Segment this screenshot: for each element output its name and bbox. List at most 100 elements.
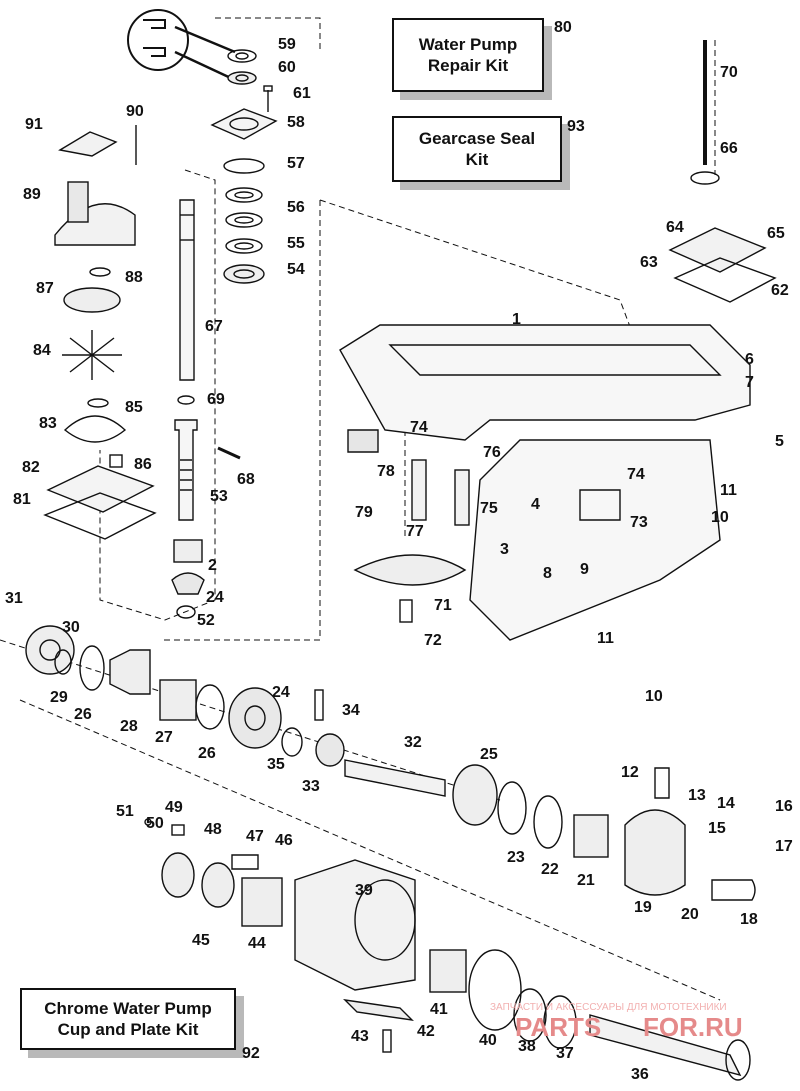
part-callout: 73 [630,514,648,531]
part-callout: 85 [125,399,143,416]
part-callout: 54 [287,261,305,278]
part-callout: 38 [518,1038,536,1055]
part-callout: 86 [134,456,152,473]
part-callout: 43 [351,1028,369,1045]
part-callout: 91 [25,116,43,133]
part-callout: 27 [155,729,173,746]
part-callout: 57 [287,155,305,172]
part-callout: 90 [126,103,144,120]
part-callout: 24 [272,684,290,701]
part-callout: 63 [640,254,658,271]
kit-number-80: 80 [554,19,572,36]
part-callout: 37 [556,1045,574,1062]
part-callout: 20 [681,906,699,923]
watermark-caption: ЗАПЧАСТИ И АКСЕССУАРЫ ДЛЯ МОТОТЕХНИКИ [490,1002,727,1013]
part-callout: 12 [621,764,639,781]
part-callout: 58 [287,114,305,131]
part-callout: 14 [717,795,735,812]
part-callout: 84 [33,342,51,359]
part-callout: 48 [204,821,222,838]
part-callout: 49 [165,799,183,816]
part-callout: 82 [22,459,40,476]
part-callout: 5 [775,433,784,450]
part-callout: 59 [278,36,296,53]
kit-number-92: 92 [242,1045,260,1062]
part-callout: 21 [577,872,595,889]
part-callout: 60 [278,59,296,76]
part-callout: 35 [267,756,285,773]
part-callout: 88 [125,269,143,286]
part-callout: 7 [745,374,754,391]
part-callout: 78 [377,463,395,480]
part-callout: 29 [50,689,68,706]
part-callout: 71 [434,597,452,614]
part-callout: 19 [634,899,652,916]
part-callout: 18 [740,911,758,928]
part-callout: 3 [500,541,509,558]
part-callout: 55 [287,235,305,252]
part-callout: 45 [192,932,210,949]
clip-detail-circle [127,9,189,71]
part-callout: 33 [302,778,320,795]
part-callout: 83 [39,415,57,432]
part-callout: 39 [355,882,373,899]
part-callout: 70 [720,64,738,81]
part-callout: 10 [711,509,729,526]
part-callout: 50 [146,815,164,832]
chrome-water-pump-cup-plate-kit-box: Chrome Water Pump Cup and Plate Kit [20,988,236,1050]
part-callout: 4 [531,496,540,513]
part-callout: 32 [404,734,422,751]
part-callout: 87 [36,280,54,297]
part-callout: 69 [207,391,225,408]
watermark-brand-left: PARTS [515,1012,602,1042]
part-callout: 56 [287,199,305,216]
part-callout: 16 [775,798,793,815]
watermark-brand-right: FOR.RU [643,1012,743,1042]
part-callout: 15 [708,820,726,837]
gearcase-lower [469,439,721,641]
part-callout: 79 [355,504,373,521]
part-callout: 67 [205,318,223,335]
part-callout: 10 [645,688,663,705]
part-callout: 77 [406,523,424,540]
part-callout: 13 [688,787,706,804]
part-callout: 65 [767,225,785,242]
part-callout: 46 [275,832,293,849]
part-callout: 47 [246,828,264,845]
gearcase-seal-kit-box: Gearcase Seal Kit [392,116,562,182]
part-callout: 62 [771,282,789,299]
water-pump-repair-kit-box: Water Pump Repair Kit [392,18,544,92]
part-callout: 11 [720,482,737,499]
part-callout: 26 [74,706,92,723]
part-callout: 81 [13,491,31,508]
part-callout: 89 [23,186,41,203]
part-callout: 74 [410,419,428,436]
gearcase-upper [339,324,751,441]
part-callout: 24 [206,589,224,606]
part-callout: 9 [580,561,589,578]
part-callout: 25 [480,746,498,763]
part-callout: 40 [479,1032,497,1049]
part-callout: 76 [483,444,501,461]
part-callout: 52 [197,612,215,629]
part-callout: 8 [543,565,552,582]
part-callout: 44 [248,935,266,952]
part-callout: 61 [293,85,311,102]
part-callout: 6 [745,351,754,368]
part-callout: 41 [430,1001,448,1018]
part-callout: 34 [342,702,360,719]
part-callout: 42 [417,1023,435,1040]
part-callout: 11 [597,630,614,647]
part-callout: 64 [666,219,684,236]
part-callout: 2 [208,557,217,574]
part-callout: 1 [512,311,521,328]
part-callout: 30 [62,619,80,636]
kit-number-93: 93 [567,118,585,135]
part-callout: 51 [116,803,134,820]
part-callout: 23 [507,849,525,866]
part-callout: 31 [5,590,23,607]
part-callout: 68 [237,471,255,488]
part-callout: 17 [775,838,793,855]
